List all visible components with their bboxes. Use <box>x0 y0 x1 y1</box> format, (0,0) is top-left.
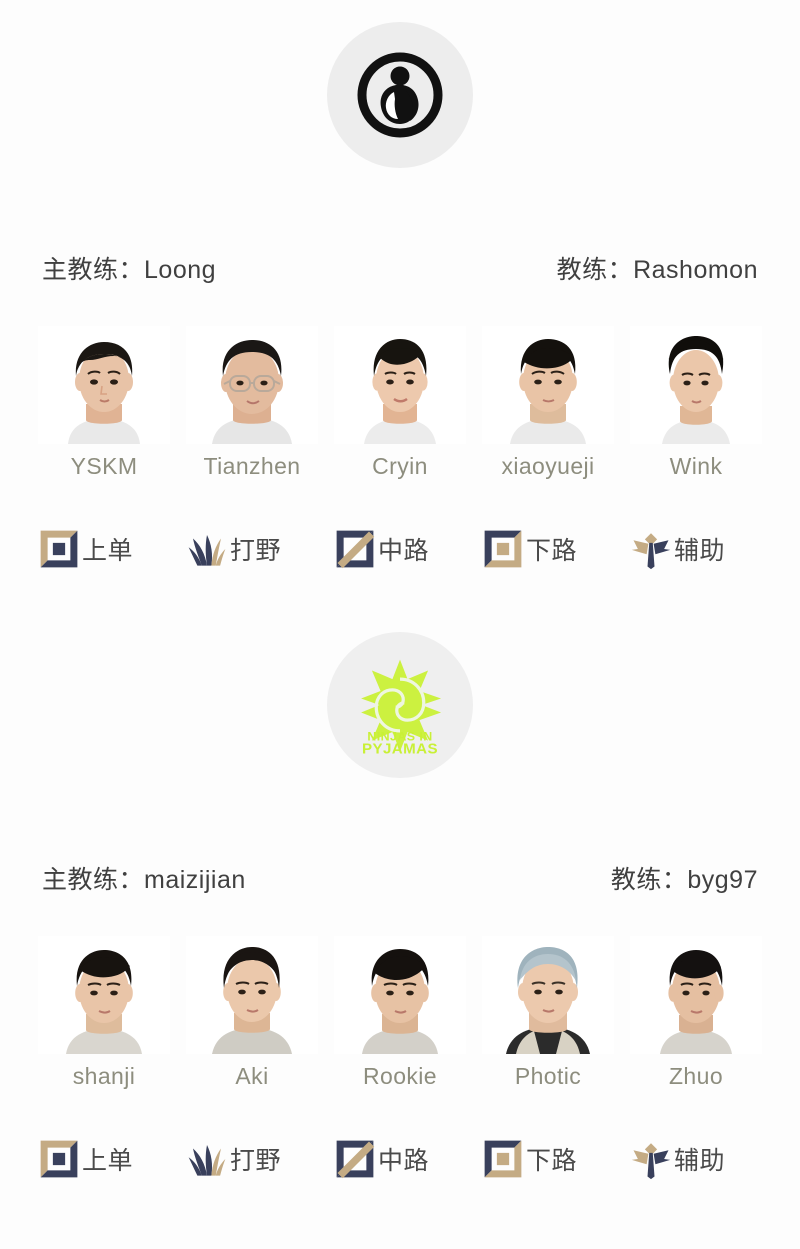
player-name: Wink <box>669 453 723 479</box>
role-jungle-label: 打野 <box>230 1147 282 1175</box>
head-coach-label: 主教练： <box>42 866 145 894</box>
player-name: Rookie <box>363 1063 437 1089</box>
player-name: YSKM <box>70 453 138 479</box>
player-photo <box>334 936 466 1054</box>
assistant-coach-name: byg97 <box>687 866 758 894</box>
player-name: Aki <box>235 1063 269 1089</box>
role-bot-label: 下路 <box>526 1147 578 1175</box>
role-top-label: 上单 <box>82 537 134 565</box>
role-support-icon <box>630 528 672 570</box>
player-card[interactable]: Cryin <box>334 326 466 480</box>
assistant-coach-nip: 教练：byg97 <box>611 860 758 896</box>
team-logo-row-nip: NINJAS IN PYJAMAS <box>0 632 800 778</box>
roles-row-ig: 上单 打野 <box>0 528 800 570</box>
player-photo <box>630 326 762 444</box>
role-jungle-label: 打野 <box>230 537 282 565</box>
player-name: Tianzhen <box>203 453 301 479</box>
role-mid-icon <box>334 1138 376 1180</box>
player-photo <box>38 936 170 1054</box>
role-mid-label: 中路 <box>378 537 430 565</box>
player-card[interactable]: shanji <box>38 936 170 1090</box>
player-card[interactable]: Zhuo <box>630 936 762 1090</box>
player-card[interactable]: Photic <box>482 936 614 1090</box>
player-card[interactable]: Rookie <box>334 936 466 1090</box>
assistant-coach-ig: 教练：Rashomon <box>557 250 758 286</box>
head-coach-name: maizijian <box>144 866 246 894</box>
role-mid: 中路 <box>334 1138 466 1180</box>
player-photo <box>38 326 170 444</box>
coach-row-nip: 主教练：maizijian 教练：byg97 <box>0 860 800 896</box>
player-card[interactable]: xiaoyueji <box>482 326 614 480</box>
head-coach-nip: 主教练：maizijian <box>42 860 246 896</box>
coach-row-ig: 主教练：Loong 教练：Rashomon <box>0 250 800 286</box>
roles-row-nip: 上单 打野 <box>0 1138 800 1180</box>
player-card[interactable]: YSKM <box>38 326 170 480</box>
role-bot: 下路 <box>482 528 614 570</box>
role-jungle-icon <box>186 1138 228 1180</box>
role-mid-label: 中路 <box>378 1147 430 1175</box>
nip-wordmark-line1: NINJAS IN <box>367 730 432 744</box>
player-photo <box>334 326 466 444</box>
player-photo <box>482 936 614 1054</box>
role-bot-label: 下路 <box>526 537 578 565</box>
player-card[interactable]: Aki <box>186 936 318 1090</box>
head-coach-name: Loong <box>144 256 217 284</box>
player-photo <box>186 326 318 444</box>
player-name: shanji <box>72 1063 136 1089</box>
nip-logo[interactable]: NINJAS IN PYJAMAS <box>327 632 473 778</box>
role-jungle: 打野 <box>186 528 318 570</box>
players-row-nip: shanji <box>0 936 800 1090</box>
role-support-label: 辅助 <box>674 537 726 565</box>
player-name: Zhuo <box>668 1063 724 1089</box>
role-top-label: 上单 <box>82 1147 134 1175</box>
team-block-ig: 主教练：Loong 教练：Rashomon <box>0 0 800 570</box>
role-top: 上单 <box>38 1138 170 1180</box>
player-photo <box>186 936 318 1054</box>
role-bot-icon <box>482 1138 524 1180</box>
player-name: Photic <box>514 1063 582 1089</box>
head-coach-ig: 主教练：Loong <box>42 250 216 286</box>
role-jungle: 打野 <box>186 1138 318 1180</box>
role-mid: 中路 <box>334 528 466 570</box>
player-card[interactable]: Wink <box>630 326 762 480</box>
assistant-coach-name: Rashomon <box>633 256 758 284</box>
role-mid-icon <box>334 528 376 570</box>
player-name: Cryin <box>372 453 428 479</box>
role-top: 上单 <box>38 528 170 570</box>
role-support-icon <box>630 1138 672 1180</box>
ig-logo[interactable] <box>327 22 473 168</box>
assistant-coach-label: 教练： <box>556 256 634 284</box>
role-top-icon <box>38 528 80 570</box>
role-bot-icon <box>482 528 524 570</box>
team-block-nip: NINJAS IN PYJAMAS 主教练：maizijian 教练：byg97 <box>0 632 800 1180</box>
role-jungle-icon <box>186 528 228 570</box>
head-coach-label: 主教练： <box>42 256 145 284</box>
player-photo <box>482 326 614 444</box>
role-support: 辅助 <box>630 528 762 570</box>
player-photo <box>630 936 762 1054</box>
player-card[interactable]: Tianzhen <box>186 326 318 480</box>
players-row-ig: YSKM <box>0 326 800 480</box>
player-name: xiaoyueji <box>501 453 595 479</box>
role-support: 辅助 <box>630 1138 762 1180</box>
assistant-coach-label: 教练： <box>610 866 688 894</box>
nip-wordmark-line2: PYJAMAS <box>362 741 438 758</box>
team-logo-row-ig <box>0 22 800 168</box>
role-bot: 下路 <box>482 1138 614 1180</box>
role-top-icon <box>38 1138 80 1180</box>
role-support-label: 辅助 <box>674 1147 726 1175</box>
